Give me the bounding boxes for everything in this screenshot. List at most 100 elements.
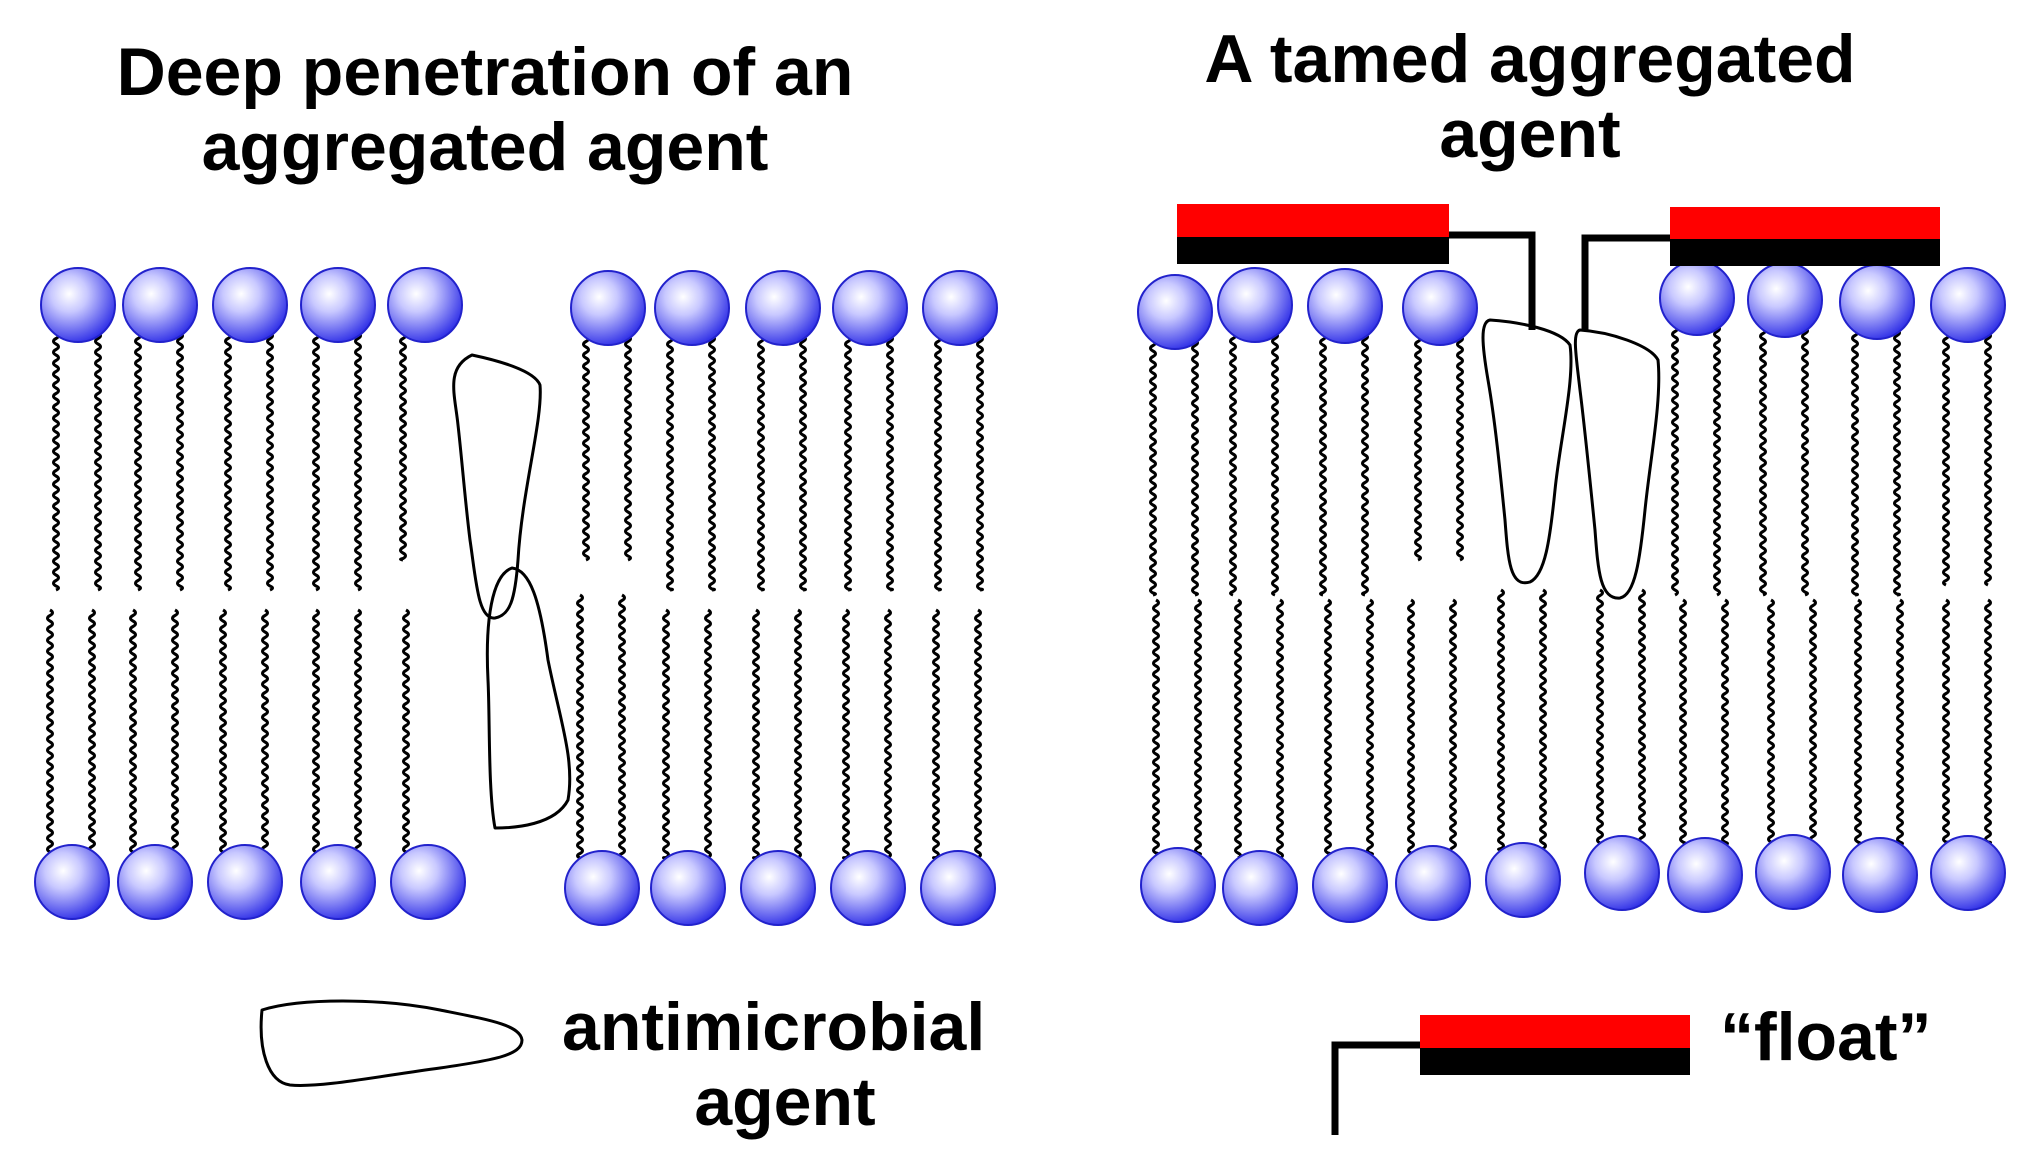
lipid-tail bbox=[129, 608, 137, 854]
lipid-tail bbox=[1671, 324, 1679, 597]
lipid-head bbox=[564, 850, 640, 926]
lipid-tail bbox=[1809, 598, 1817, 844]
left-title-line2: aggregated agent bbox=[202, 109, 769, 185]
lipid-tail bbox=[1497, 588, 1505, 852]
lipid-tail bbox=[1801, 326, 1809, 597]
lipid-tail bbox=[1229, 331, 1237, 597]
linker-right bbox=[1581, 234, 1670, 330]
lipid-head bbox=[387, 267, 463, 343]
lipid-tail bbox=[932, 608, 940, 860]
lipid-tail bbox=[171, 608, 179, 854]
lipid-tail bbox=[52, 331, 60, 592]
lipid-tail bbox=[618, 593, 626, 860]
lipid-tail bbox=[662, 608, 670, 860]
lipid-tail bbox=[752, 608, 760, 860]
lipid-tail bbox=[799, 334, 807, 592]
float-right-red bbox=[1670, 207, 1940, 239]
lipid-tail bbox=[1319, 332, 1327, 597]
lipid-tail bbox=[757, 334, 765, 592]
lipid-tail bbox=[1449, 598, 1457, 855]
lipid-head bbox=[1217, 267, 1293, 343]
lipid-tail bbox=[266, 331, 274, 592]
lipid-tail bbox=[1539, 588, 1547, 852]
lipid-tail bbox=[1234, 598, 1242, 860]
lipid-tail bbox=[1152, 598, 1160, 857]
lipid-head bbox=[122, 267, 198, 343]
lipid-tail bbox=[1366, 598, 1374, 857]
lipid-head bbox=[740, 850, 816, 926]
lipid-head bbox=[34, 844, 110, 920]
lipid-tail bbox=[1191, 338, 1199, 597]
lipid-tail bbox=[134, 331, 142, 592]
lipid-head bbox=[1402, 270, 1478, 346]
lipid-head bbox=[922, 270, 998, 346]
lipid-head bbox=[1312, 847, 1388, 923]
lipid-head bbox=[117, 844, 193, 920]
lipid-tail bbox=[1721, 598, 1729, 847]
lipid-tail bbox=[1767, 598, 1775, 844]
lipid-tail bbox=[261, 608, 269, 854]
lipid-tail bbox=[1984, 598, 1992, 845]
lipid-tail bbox=[886, 334, 894, 592]
lipid-tail bbox=[844, 334, 852, 592]
lipid-head bbox=[390, 844, 466, 920]
lipid-tail bbox=[354, 608, 362, 854]
lipid-tail bbox=[1942, 331, 1950, 587]
lipid-head bbox=[1307, 268, 1383, 344]
lipid-tail bbox=[176, 331, 184, 592]
lipid-tail bbox=[934, 334, 942, 592]
lipid-tail bbox=[582, 334, 590, 562]
lipid-tail bbox=[399, 331, 407, 562]
lipid-tail bbox=[1149, 338, 1157, 597]
lipid-tail bbox=[708, 334, 716, 592]
lipid-head bbox=[650, 850, 726, 926]
lipid-tail bbox=[624, 334, 632, 562]
lipid-head bbox=[570, 270, 646, 346]
lipid-tail bbox=[1984, 331, 1992, 587]
float-left-black bbox=[1177, 237, 1449, 264]
lipid-tail bbox=[219, 608, 227, 854]
legend-float-linker bbox=[1331, 1041, 1420, 1135]
lipid-tail bbox=[1893, 328, 1901, 597]
lipid-tail bbox=[354, 331, 362, 592]
lipid-head bbox=[920, 850, 996, 926]
lipid-tail bbox=[576, 593, 584, 860]
lipid-head bbox=[1839, 264, 1915, 340]
lipid-tail bbox=[402, 608, 410, 854]
lipid-tail bbox=[1713, 324, 1721, 597]
tamed-agent-right bbox=[1177, 204, 1940, 600]
lipid-tail bbox=[312, 608, 320, 854]
legend-agent-shape bbox=[259, 999, 524, 1087]
left-title-line1: Deep penetration of an bbox=[117, 34, 854, 110]
lipid-head bbox=[1755, 834, 1831, 910]
lipid-tail bbox=[1276, 598, 1284, 860]
aggregated-agent-left bbox=[452, 353, 572, 830]
lipid-head bbox=[207, 844, 283, 920]
float-left-red bbox=[1177, 204, 1449, 237]
lipid-tail bbox=[794, 608, 802, 860]
lipid-tail bbox=[1271, 331, 1279, 597]
lipid-head bbox=[1140, 847, 1216, 923]
tamed-agent-blob-right bbox=[1573, 328, 1661, 600]
legend-float-black bbox=[1420, 1048, 1690, 1075]
lipid-heads bbox=[34, 260, 2006, 926]
linker-left bbox=[1449, 231, 1536, 330]
lipid-head bbox=[654, 270, 730, 346]
lipid-tail bbox=[842, 608, 850, 860]
lipid-tail bbox=[1361, 332, 1369, 597]
lipid-tail bbox=[1851, 328, 1859, 597]
lipid-tail bbox=[224, 331, 232, 592]
lipid-head bbox=[1747, 262, 1823, 338]
lipid-tail bbox=[1324, 598, 1332, 857]
legend-agent-label-line2: agent bbox=[694, 1064, 875, 1140]
lipid-tail bbox=[312, 331, 320, 592]
lipid-head bbox=[300, 267, 376, 343]
lipid-tail bbox=[1596, 588, 1604, 845]
lipid-tail bbox=[884, 608, 892, 860]
legend-float-label: “float” bbox=[1720, 999, 1932, 1075]
lipid-head bbox=[1222, 850, 1298, 926]
lipid-tails bbox=[46, 324, 1992, 860]
agent-blob-lower bbox=[485, 566, 572, 830]
lipid-tail bbox=[704, 608, 712, 860]
